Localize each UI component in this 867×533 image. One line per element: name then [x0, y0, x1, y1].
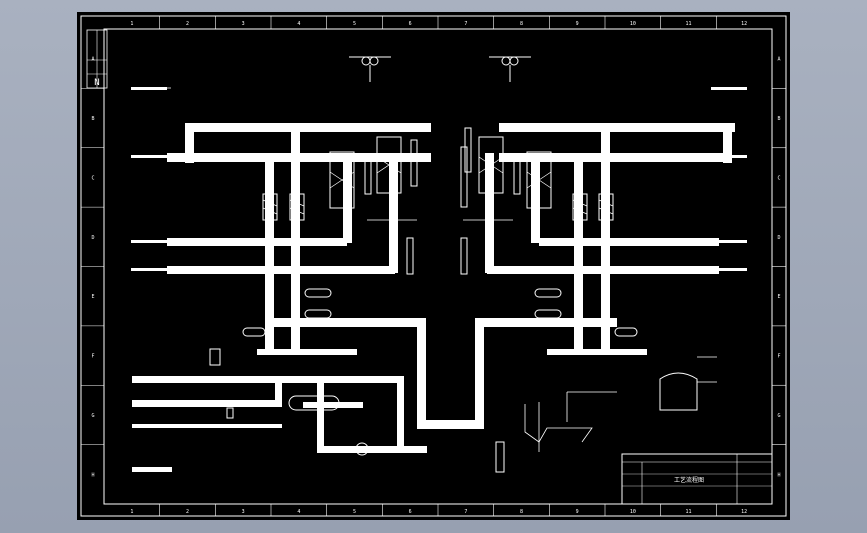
right-grid-label-0: A — [777, 57, 780, 63]
separator-drum — [288, 395, 340, 411]
revision-box: N — [86, 29, 108, 89]
bottom-grid-label-4: 5 — [353, 509, 356, 515]
top-grid-label-9: 10 — [630, 21, 636, 27]
bottom-grid-label-6: 7 — [464, 509, 467, 515]
mid-header-right — [499, 153, 723, 162]
top-grid-label-7: 8 — [520, 21, 523, 27]
title-block-title: 工艺流程图 — [674, 476, 704, 484]
top-grid-label-3: 4 — [297, 21, 300, 27]
outer-border — [80, 15, 787, 517]
top-grid-label-0: 1 — [130, 21, 133, 27]
right-grid-label-5: F — [777, 354, 780, 360]
exchanger-right-b — [478, 136, 504, 194]
process-pipes — [132, 123, 735, 472]
column-left-2 — [410, 139, 418, 187]
exchanger-left-b — [376, 136, 402, 194]
bottom-grid-label-9: 10 — [630, 509, 636, 515]
right-grid-label-6: G — [777, 413, 780, 419]
bottom-grid-label-8: 9 — [576, 509, 579, 515]
top-grid-label-5: 6 — [409, 21, 412, 27]
right-grid-label-7: H — [777, 472, 780, 478]
left-grid-label-1: B — [91, 116, 94, 122]
exchanger-left-a — [329, 151, 355, 209]
bottom-grid-label-1: 2 — [186, 509, 189, 515]
column-left — [364, 153, 372, 195]
top-grid-label-11: 12 — [741, 21, 747, 27]
top-grid-label-1: 2 — [186, 21, 189, 27]
right-grid-label-3: D — [777, 235, 780, 241]
bottom-grid-label-5: 6 — [409, 509, 412, 515]
title-block: 工艺流程图 — [621, 453, 773, 505]
top-grid-label-4: 5 — [353, 21, 356, 27]
bottom-grid-label-7: 8 — [520, 509, 523, 515]
bottom-grid-label-3: 4 — [297, 509, 300, 515]
upper-header-left — [185, 123, 431, 132]
upper-header-right — [499, 123, 735, 132]
exchanger-right-a — [526, 151, 552, 209]
top-grid-label-2: 3 — [242, 21, 245, 27]
column-right — [464, 127, 472, 173]
tag-markers — [131, 87, 747, 271]
bottom-grid-label-2: 3 — [242, 509, 245, 515]
revision-symbol: N — [94, 78, 99, 88]
left-grid-label-6: G — [91, 413, 94, 419]
left-grid-label-5: F — [91, 354, 94, 360]
bottom-grid-label-10: 11 — [685, 509, 691, 515]
column-right-2 — [513, 153, 521, 195]
right-grid-label-2: C — [777, 175, 780, 181]
left-grid-label-7: H — [91, 472, 94, 478]
top-grid-label-8: 9 — [576, 21, 579, 27]
drums — [209, 146, 698, 473]
bottom-grid-label-11: 12 — [741, 509, 747, 515]
right-grid-labels: A B C D E F G H — [772, 57, 786, 478]
left-grid-label-3: D — [91, 235, 94, 241]
left-grid-label-2: C — [91, 175, 94, 181]
right-grid-label-4: E — [777, 294, 780, 300]
left-grid-labels: A B C D E F G H — [81, 57, 104, 478]
right-grid-label-1: B — [777, 116, 780, 122]
top-grid-label-10: 11 — [685, 21, 691, 27]
exchangers — [262, 127, 614, 221]
pump — [355, 442, 369, 456]
left-grid-label-0: A — [91, 57, 94, 63]
top-grid-label-6: 7 — [464, 21, 467, 27]
storage-tank — [659, 372, 698, 411]
compressors — [349, 56, 531, 82]
left-grid-label-4: E — [91, 294, 94, 300]
bottom-grid-label-0: 1 — [130, 509, 133, 515]
